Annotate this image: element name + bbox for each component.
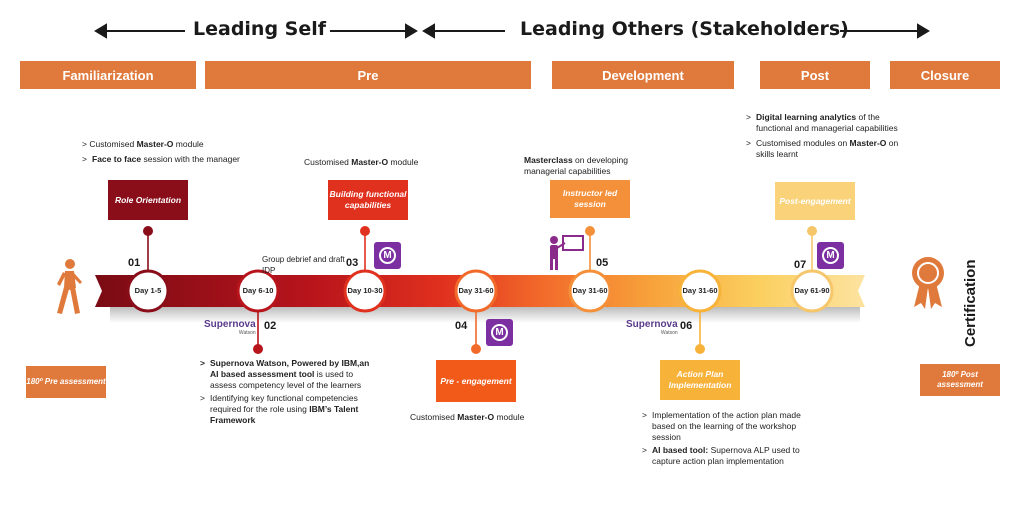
day-label: Day 61-90 [794,286,830,295]
day-label: Day 6-10 [242,286,274,295]
post-assessment-box: 180º Post assessment [920,364,1000,396]
connector-dots [143,226,817,354]
leading-others-header: Leading Others (Stakeholders) [520,18,849,40]
building-functional-capabilities-box: Building functional capabilities [328,180,408,220]
step02-text: >Supernova Watson, Powered by IBM,an AI … [200,358,370,425]
action-plan-implementation-box: Action Plan Implementation [660,360,740,400]
group-debrief-text: Group debrief and draft IDP [262,255,345,275]
phase-closure: Closure [890,61,1000,89]
post-engagement-box: Post-engagement [775,182,855,220]
header-arrows [94,23,930,39]
certification-label: Certification [962,259,979,347]
step04-text: Customised Master-O module [410,412,525,422]
day-label: Day 31-60 [572,286,608,295]
mastero-icon: M [486,319,513,346]
step-number: 02 [264,320,277,332]
band-shadow [110,307,860,323]
step03-text: Customised Master-O module [304,157,419,167]
leading-self-header: Leading Self [193,18,327,40]
day-label: Day 31-60 [458,286,494,295]
step01-text: > Customised Master-O module >Face to fa… [82,139,240,164]
step07-text: >Digital learning analytics of the funct… [746,112,899,159]
role-orientation-box: Role Orientation [108,180,188,220]
phase-development: Development [552,61,734,89]
mastero-icon: M [374,242,401,269]
phase-pre: Pre [205,61,531,89]
walking-person-icon [57,259,82,314]
step-number: 01 [128,257,141,269]
step-number: 04 [455,320,468,332]
step-number: 06 [680,320,693,332]
step-number: 03 [346,257,359,269]
certification-medal-icon [912,257,944,309]
pre-engagement-box: Pre - engagement [436,360,516,402]
step05-text: Masterclass on developing managerial cap… [524,155,628,176]
day-label: Day 1-5 [134,286,162,295]
day-label: Day 31-60 [682,286,718,295]
phase-post: Post [760,61,870,89]
instructor-led-session-box: Instructor led session [550,180,630,218]
mastero-icon: M [817,242,844,269]
phase-familiarization: Familiarization [20,61,196,89]
pre-assessment-box: 180º Pre assessment [26,366,106,398]
step-number: 05 [596,257,609,269]
step06-text: >Implementation of the action plan made … [642,410,801,466]
step-number: 07 [794,259,807,271]
day-label: Day 10-30 [347,286,383,295]
instructor-icon [550,235,584,270]
